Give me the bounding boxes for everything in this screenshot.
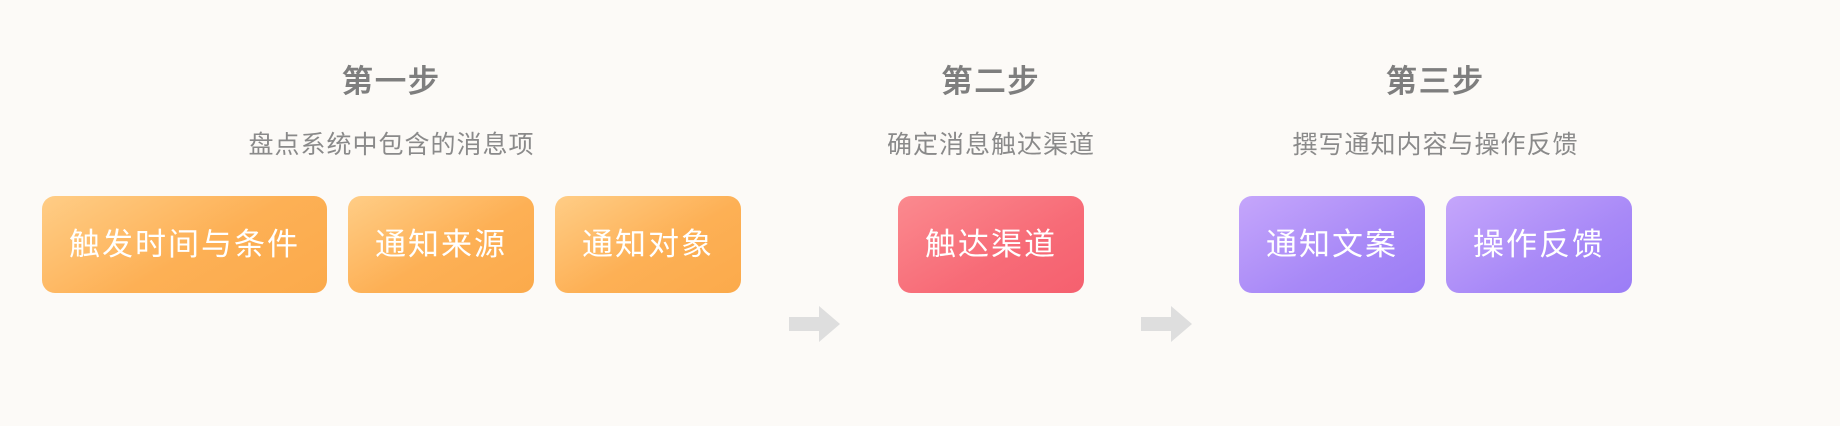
step-1-heading: 第一步 <box>342 64 441 99</box>
step-group-1: 第一步 盘点系统中包含的消息项 触发时间与条件 通知来源 通知对象 <box>42 0 741 293</box>
chip-reach-channel[interactable]: 触达渠道 <box>898 196 1084 293</box>
step-1-chips: 触发时间与条件 通知来源 通知对象 <box>42 196 741 293</box>
step-3-chips: 通知文案 操作反馈 <box>1239 196 1633 293</box>
step-2-subtitle: 确定消息触达渠道 <box>887 131 1096 159</box>
step-3-heading: 第三步 <box>1386 64 1486 99</box>
connector-1 <box>789 0 841 426</box>
chip-trigger-time-condition[interactable]: 触发时间与条件 <box>42 196 327 293</box>
step-group-2: 第二步 确定消息触达渠道 触达渠道 <box>887 0 1095 293</box>
chip-notification-source[interactable]: 通知来源 <box>348 196 534 293</box>
chip-notification-copy[interactable]: 通知文案 <box>1239 196 1426 293</box>
arrow-right-icon <box>1141 304 1193 344</box>
step-1-subtitle: 盘点系统中包含的消息项 <box>248 131 535 159</box>
chip-notification-target[interactable]: 通知对象 <box>555 196 741 293</box>
step-2-heading: 第二步 <box>941 64 1041 99</box>
arrow-right-icon <box>789 304 841 344</box>
step-group-3: 第三步 撰写通知内容与操作反馈 通知文案 操作反馈 <box>1239 0 1633 293</box>
chip-operation-feedback[interactable]: 操作反馈 <box>1446 196 1633 293</box>
step-3-subtitle: 撰写通知内容与操作反馈 <box>1292 131 1579 159</box>
step-2-chips: 触达渠道 <box>898 196 1084 293</box>
connector-2 <box>1141 0 1193 426</box>
